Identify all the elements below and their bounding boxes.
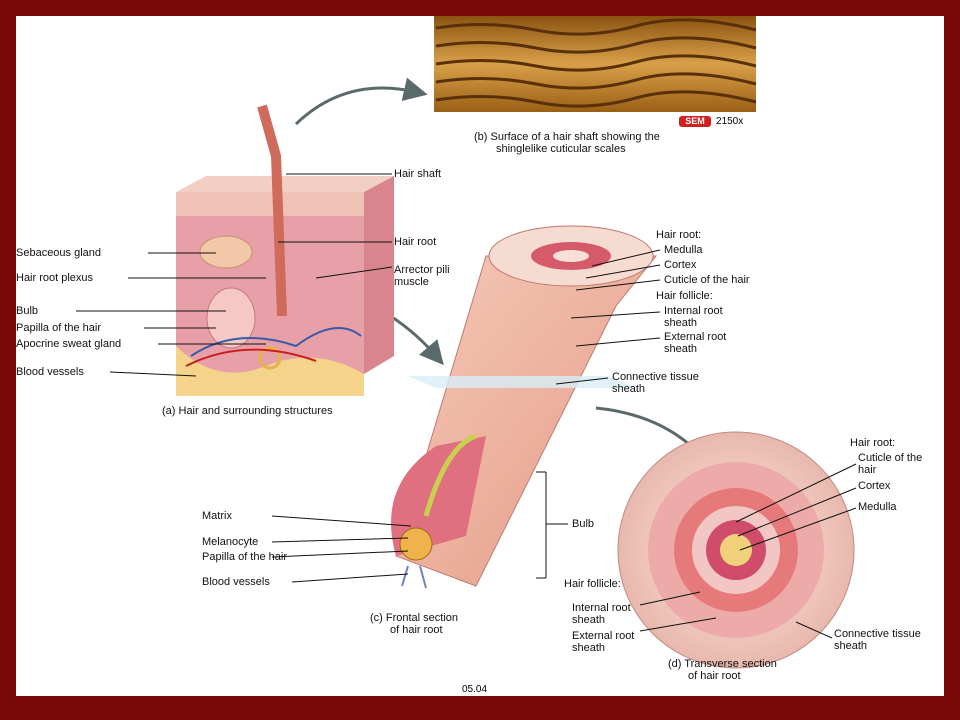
label-connective-sheath-d: Connective tissue sheath (834, 628, 921, 652)
label-hair-root-plexus: Hair root plexus (16, 272, 94, 284)
label-follicle-header-d: Hair follicle: (564, 578, 621, 590)
label-arrector-pili: Arrector pili muscle (394, 264, 450, 288)
transverse-section (617, 431, 855, 669)
label-hair-root-header-d: Hair root: (850, 437, 896, 449)
label-internal-sheath-d: Internal root sheath (572, 602, 631, 626)
magnification: 2150x (716, 116, 744, 127)
slide: Hair shaft Hair root Arrector pili muscl… (16, 16, 944, 696)
diagram-artwork (76, 16, 857, 669)
label-sebaceous-gland: Sebaceous gland (16, 247, 102, 259)
label-blood-vessels-a: Blood vessels (16, 366, 84, 378)
caption-c-line2: of hair root (390, 624, 443, 636)
label-external-sheath-c: External root sheath (664, 331, 727, 355)
caption-b-line1: (b) Surface of a hair shaft showing the (474, 131, 660, 143)
label-melanocyte: Melanocyte (202, 536, 259, 548)
label-apocrine-sweat-gland: Apocrine sweat gland (16, 338, 122, 350)
caption-a: (a) Hair and surrounding structures (162, 405, 333, 417)
caption-b-line2: shinglelike cuticular scales (496, 143, 626, 155)
caption-d-line1: (d) Transverse section (668, 658, 777, 670)
caption-c-line1: (c) Frontal section (370, 612, 459, 624)
label-follicle-header-c: Hair follicle: (656, 290, 713, 302)
label-connective-sheath-c: Connective tissue sheath (612, 371, 699, 395)
label-cuticle-c: Cuticle of the hair (664, 274, 750, 286)
label-medulla-d: Medulla (858, 501, 897, 513)
label-hair-shaft: Hair shaft (394, 168, 442, 180)
label-cortex-d: Cortex (858, 480, 891, 492)
figure-code: 05.04 (462, 684, 488, 695)
skin-block (176, 104, 394, 396)
arrow-to-sem (294, 77, 428, 126)
label-medulla-c: Medulla (664, 244, 703, 256)
label-cuticle-d: Cuticle of the hair (858, 452, 923, 476)
caption-d-line2: of hair root (688, 670, 741, 682)
sem-badge: SEM (679, 116, 711, 127)
sem-micrograph (434, 16, 757, 112)
label-hair-root-header-c: Hair root: (656, 229, 702, 241)
label-blood-vessels-c: Blood vessels (202, 576, 270, 588)
label-papilla-c: Papilla of the hair (202, 551, 287, 563)
label-bulb-c: Bulb (572, 518, 595, 530)
frontal-section (391, 225, 658, 589)
label-hair-root: Hair root (394, 236, 437, 248)
label-bulb-a: Bulb (16, 305, 39, 317)
label-external-sheath-d: External root sheath (572, 630, 635, 654)
label-internal-sheath-c: Internal root sheath (664, 305, 723, 329)
leader-lines (76, 173, 857, 639)
label-cortex-c: Cortex (664, 259, 697, 271)
label-papilla-a: Papilla of the hair (16, 322, 101, 334)
label-matrix: Matrix (202, 510, 232, 522)
